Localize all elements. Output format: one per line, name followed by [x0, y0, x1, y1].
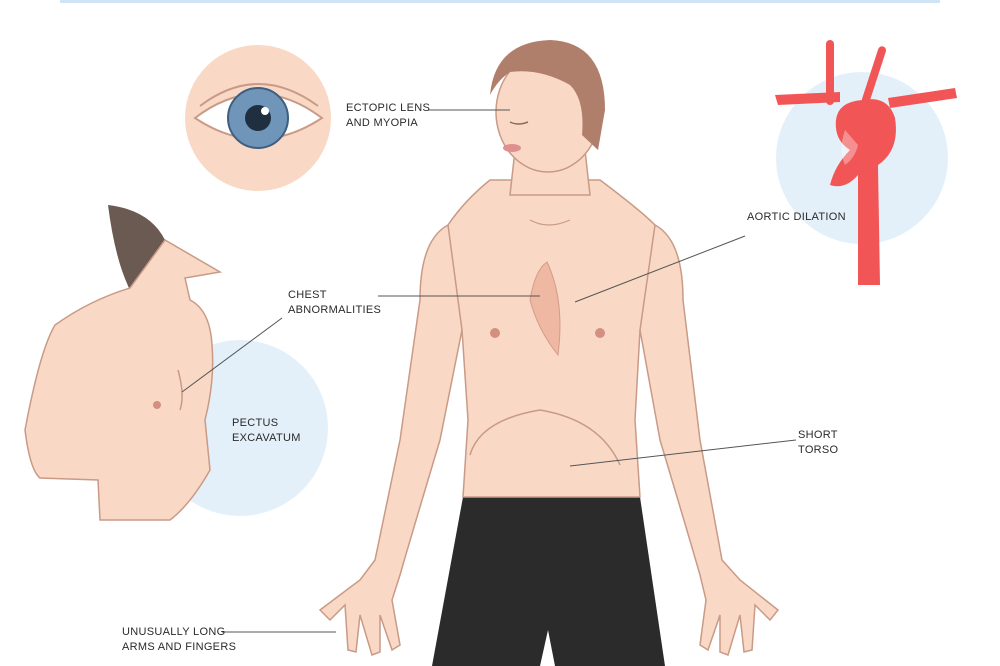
- hair: [490, 40, 605, 150]
- label-long-arms: UNUSUALLY LONG ARMS AND FINGERS: [122, 625, 236, 655]
- eye-icon: [193, 83, 324, 149]
- label-pectus-excavatum: PECTUS EXCAVATUM: [232, 416, 301, 446]
- label-short-torso: SHORT TORSO: [798, 428, 838, 458]
- human-figure: [318, 40, 780, 666]
- label-ectopic-lens-line1: ECTOPIC LENS: [346, 102, 431, 114]
- chest-indent: [529, 261, 561, 357]
- label-long-arms-line2: ARMS AND FINGERS: [122, 641, 237, 653]
- label-pectus-line2: EXCAVATUM: [232, 432, 301, 444]
- aorta-icon: [775, 40, 957, 285]
- leader-lines: [181, 109, 797, 633]
- label-short-torso-line2: TORSO: [798, 444, 839, 456]
- top-accent-bar: [60, 0, 940, 3]
- leader-pectus: [181, 317, 283, 393]
- pectus-figure: [24, 205, 223, 521]
- label-long-arms-line1: UNUSUALLY LONG: [122, 626, 226, 638]
- label-ectopic-lens-line2: AND MYOPIA: [346, 117, 419, 129]
- label-chest-abnormalities: CHEST ABNORMALITIES: [288, 288, 381, 318]
- pants: [432, 497, 665, 666]
- label-chest-line1: CHEST: [288, 289, 327, 301]
- label-ectopic-lens: ECTOPIC LENS AND MYOPIA: [346, 101, 430, 131]
- label-pectus-line1: PECTUS: [232, 417, 279, 429]
- leader-aortic: [574, 235, 746, 303]
- label-short-torso-line1: SHORT: [798, 429, 838, 441]
- left-arm: [639, 223, 780, 656]
- leader-torso: [569, 439, 797, 467]
- right-arm: [318, 223, 463, 656]
- label-chest-line2: ABNORMALITIES: [288, 304, 382, 316]
- label-aortic-dilation: AORTIC DILATION: [747, 210, 846, 225]
- label-aortic-dilation-line1: AORTIC DILATION: [747, 211, 846, 223]
